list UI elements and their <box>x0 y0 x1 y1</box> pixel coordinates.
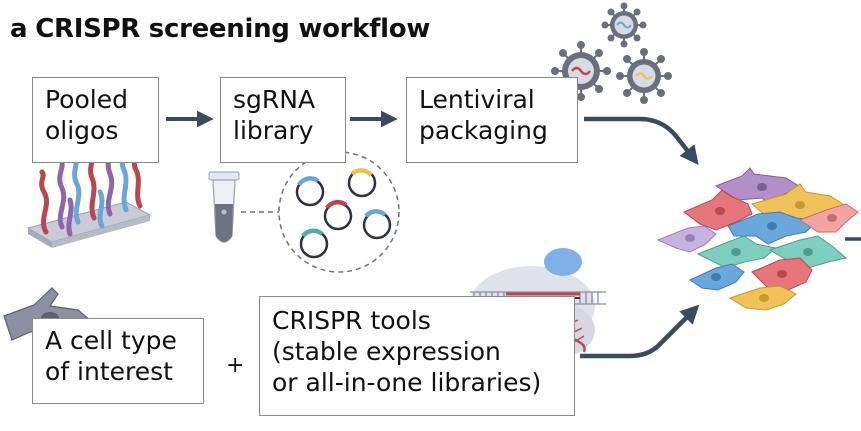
step-cell-type: A cell type of interest <box>32 318 204 404</box>
step-crispr-tools: CRISPR tools (stable expression or all-i… <box>259 296 575 416</box>
step-label-line: sgRNA <box>233 85 316 114</box>
cell <box>751 257 813 291</box>
step-label-line: library <box>233 116 314 145</box>
step-label-line: packaging <box>419 116 548 145</box>
oligo-strand <box>97 189 105 229</box>
step-label-line: CRISPR tools <box>272 306 431 335</box>
virus-particle <box>601 2 647 48</box>
oligo-strand <box>88 153 97 221</box>
step-label-line: Lentiviral <box>419 85 535 114</box>
cell <box>798 203 859 233</box>
virus-particle <box>616 48 672 104</box>
panel-letter: a <box>10 14 28 44</box>
step-pooled-oligos: Pooled oligos <box>32 77 159 163</box>
plasmid-library-zoom <box>278 151 400 273</box>
step-label-line: (stable expression <box>272 337 501 366</box>
oligo-strand <box>66 197 74 237</box>
oligo-strand <box>105 151 115 217</box>
microcentrifuge-tube <box>208 171 240 243</box>
step-label-line: oligos <box>45 116 119 145</box>
oligo-strand <box>39 169 50 235</box>
step-label-line: A cell type <box>45 326 177 355</box>
oligo-strand <box>72 155 82 225</box>
panel-title: CRISPR screening workflow <box>35 14 431 44</box>
cell <box>728 285 797 311</box>
oligo-array-plate <box>26 149 152 248</box>
cell <box>727 211 820 245</box>
cell <box>656 225 717 253</box>
plus-sign: + <box>226 353 245 378</box>
arrow-packaging-to-cells <box>584 116 699 165</box>
step-sgrna-library: sgRNA library <box>220 77 346 163</box>
step-label-line: Pooled <box>45 85 128 114</box>
workflow-arrows <box>166 110 861 359</box>
step-label-line: of interest <box>45 357 173 386</box>
cell <box>688 263 745 291</box>
step-lentiviral-packaging: Lentiviral packaging <box>406 77 578 163</box>
cell <box>683 189 753 231</box>
cell-population <box>656 167 859 311</box>
arrow-tools-to-cells <box>580 304 700 359</box>
step-label-line: or all-in-one libraries) <box>272 368 542 397</box>
oligo-strand <box>57 159 67 230</box>
